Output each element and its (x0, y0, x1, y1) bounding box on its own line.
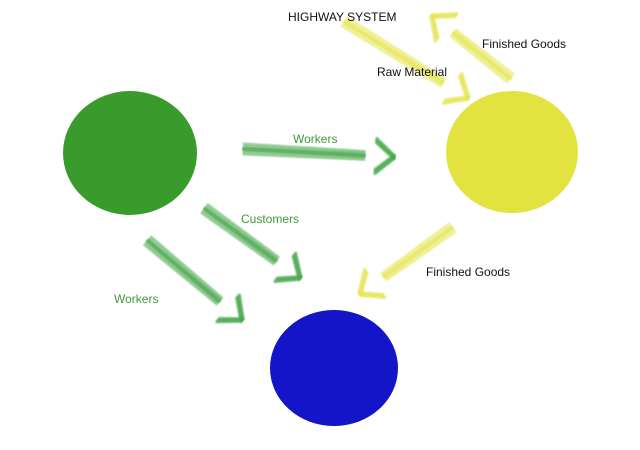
arrow-yellow-to-highway (429, 11, 515, 84)
arrow-yellow-to-blue (357, 222, 457, 300)
blue-node (270, 310, 398, 426)
workers-bottom-label: Workers (114, 292, 158, 306)
arrow-green-to-blue-workers (143, 235, 245, 324)
finished-goods-top-label: Finished Goods (482, 37, 566, 51)
finished-goods-bottom-label: Finished Goods (426, 265, 510, 279)
highway-system-label: HIGHWAY SYSTEM (288, 10, 396, 24)
raw-material-label: Raw Material (377, 65, 447, 79)
workers-top-label: Workers (293, 132, 337, 146)
arrow-green-to-blue-customers (200, 203, 303, 284)
arrow-highway-to-yellow (340, 16, 471, 106)
yellow-node (446, 91, 578, 213)
customers-label: Customers (241, 212, 299, 226)
green-node (63, 91, 197, 215)
arrow-green-to-yellow (242, 137, 396, 176)
